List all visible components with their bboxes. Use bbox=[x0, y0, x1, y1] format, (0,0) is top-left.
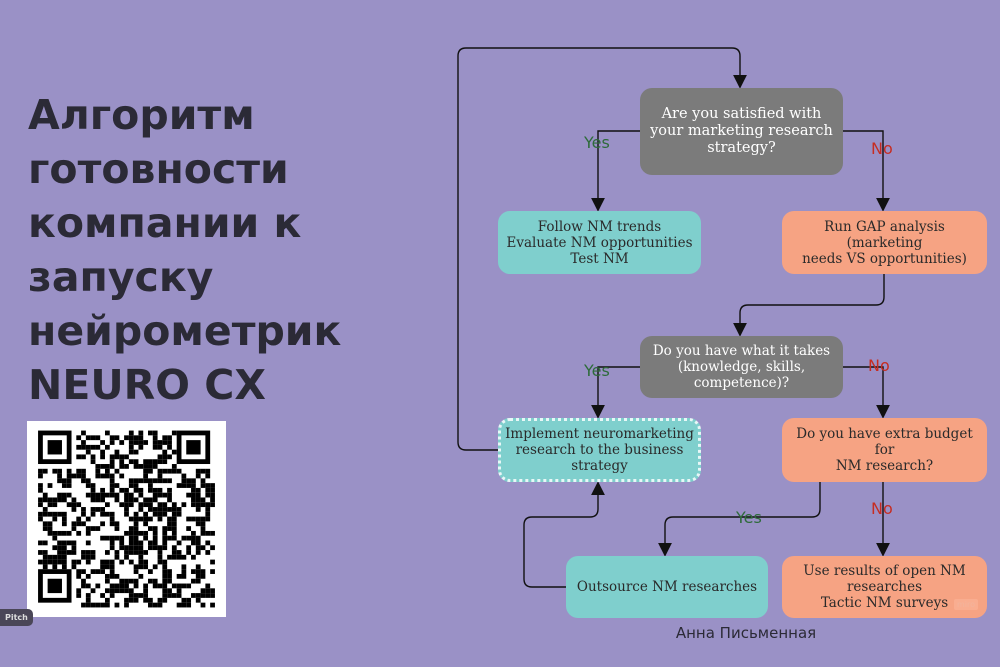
no-label: No bbox=[871, 139, 893, 158]
node-implement[interactable]: Implement neuromarketing research to the… bbox=[498, 418, 701, 482]
no-label: No bbox=[868, 356, 890, 375]
yes-label: Yes bbox=[736, 508, 762, 527]
node-gap-analysis[interactable]: Run GAP analysis (marketing needs VS opp… bbox=[782, 211, 987, 274]
node-open-research[interactable]: Use results of open NM researches Tactic… bbox=[782, 556, 987, 618]
node-outsource[interactable]: Outsource NM researches bbox=[566, 556, 768, 618]
node-follow-trends[interactable]: Follow NM trends Evaluate NM opportuniti… bbox=[498, 211, 701, 274]
pitch-badge[interactable]: Pitch bbox=[0, 609, 33, 626]
node-budget-question[interactable]: Do you have extra budget for NM research… bbox=[782, 418, 987, 482]
no-label: No bbox=[871, 499, 893, 518]
qr-code bbox=[27, 421, 226, 617]
miro-watermark: miro bbox=[954, 599, 979, 610]
yes-label: Yes bbox=[584, 361, 610, 380]
page-title: Алгоритм готовности компании к запуску н… bbox=[28, 91, 342, 409]
author-name: Анна Письменная bbox=[675, 624, 817, 642]
node-satisfied-question[interactable]: Are you satisfied with your marketing re… bbox=[640, 88, 843, 175]
yes-label: Yes bbox=[584, 133, 610, 152]
node-capability-question[interactable]: Do you have what it takes (knowledge, sk… bbox=[640, 336, 843, 398]
